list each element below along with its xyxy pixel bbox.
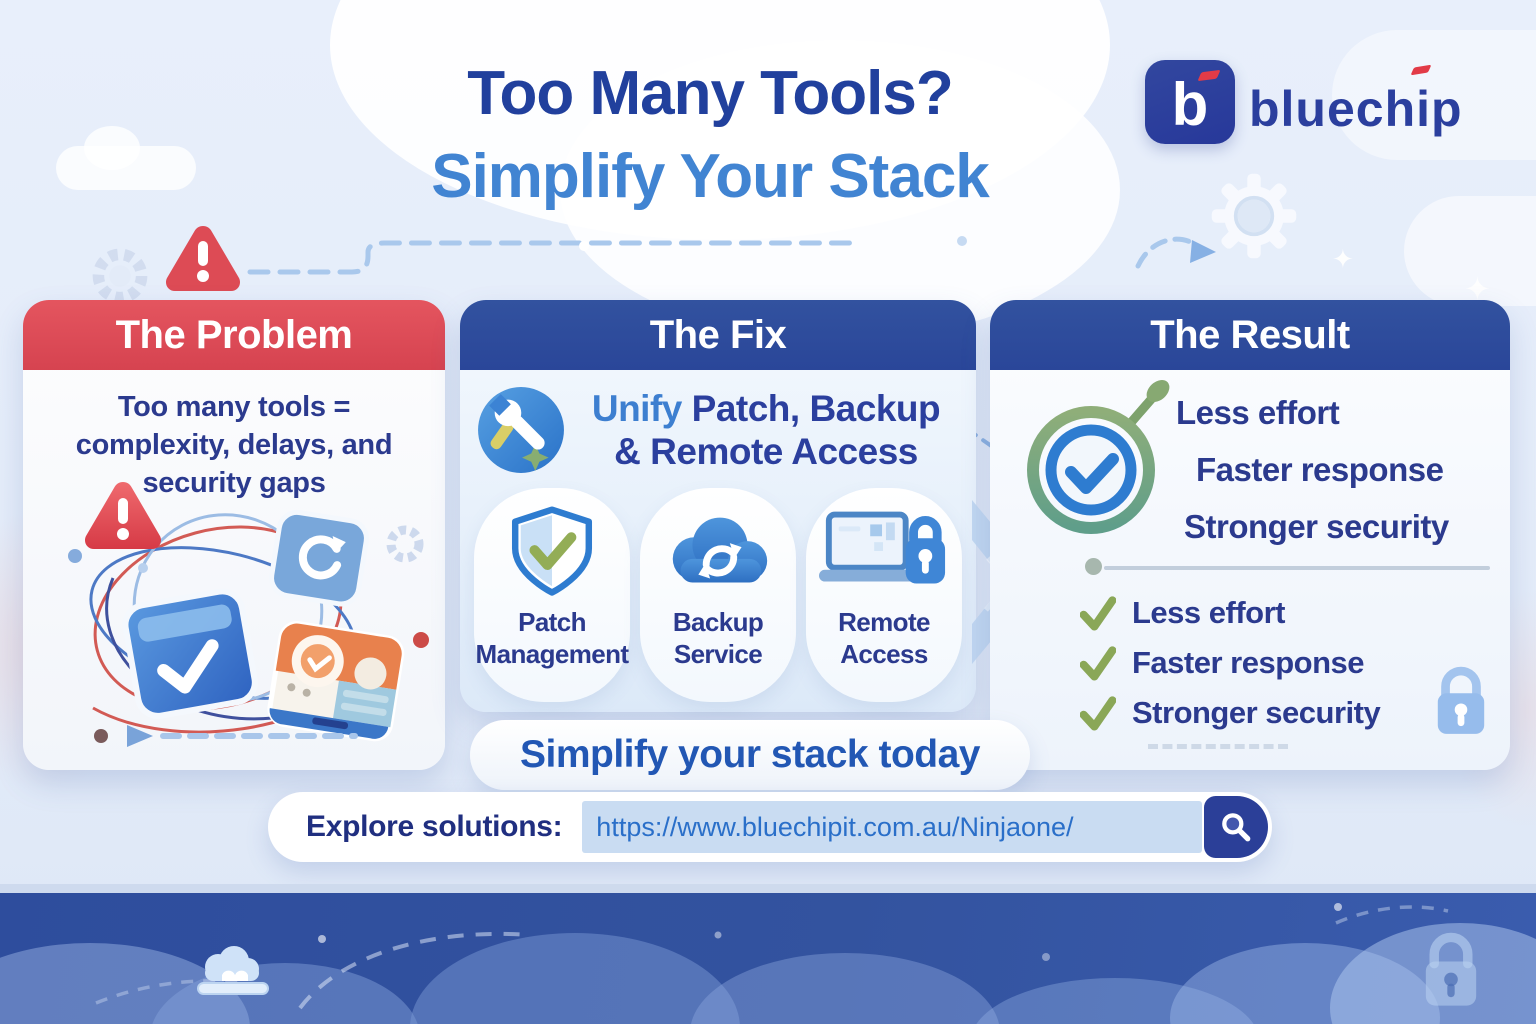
cloud-shape — [1404, 196, 1536, 306]
panel-problem-body: Too many tools = complexity, delays, and… — [23, 388, 445, 502]
dashed-line — [1148, 744, 1288, 749]
gear-icon — [386, 525, 424, 563]
brand-accent-mark — [1410, 64, 1432, 76]
warning-triangle-icon — [84, 482, 162, 549]
fix-headline-text: Unify Patch, Backup & Remote Access — [566, 387, 966, 473]
feature-label: Backup Service — [672, 606, 764, 670]
title-line2: Simplify Your Stack — [431, 142, 990, 211]
check-icon — [1080, 596, 1116, 631]
search-button[interactable] — [1204, 796, 1268, 858]
problem-body-line: complexity, delays, and — [75, 429, 393, 461]
panel-result: The Result Less effort Faster response S… — [990, 300, 1510, 770]
brand-logo-mark: b — [1145, 60, 1235, 144]
divider-dot — [1085, 558, 1102, 575]
fix-headline: Unify Patch, Backup & Remote Access — [476, 380, 966, 480]
lock-icon — [1437, 666, 1485, 734]
footer-edge — [0, 884, 1536, 894]
sparkle-icon: ✦ — [1332, 244, 1354, 274]
checklist-label: Less effort — [1132, 595, 1285, 630]
panel-problem-title: The Problem — [115, 312, 353, 357]
app-tile-check — [122, 588, 258, 719]
cloud-sync-icon — [659, 504, 777, 600]
panel-fix-header: The Fix — [460, 300, 976, 370]
problem-body-line: Too many tools = — [117, 391, 351, 423]
tangled-tools-illustration — [68, 482, 429, 747]
brand-name: bluechip — [1249, 81, 1463, 137]
shield-check-icon — [506, 504, 598, 600]
panel-fix-title: The Fix — [649, 312, 787, 357]
laptop-lock-icon — [819, 504, 949, 600]
feature-label-line: Service — [673, 639, 763, 669]
app-tile-sync — [269, 509, 369, 607]
fix-headline-line2: & Remote Access — [614, 431, 918, 472]
footer-dashed-arcs — [95, 903, 1449, 1010]
target-check-icon — [1027, 380, 1170, 534]
feature-label: Remote Access — [838, 606, 930, 670]
footer-band — [0, 893, 1536, 1024]
cloud-shape — [560, 40, 1120, 340]
search-icon — [1222, 813, 1251, 842]
result-checklist: Less effort Faster response Stronger sec… — [1080, 588, 1381, 738]
feature-backup-service: Backup Service — [640, 488, 796, 702]
title-line1: Too Many Tools? — [467, 59, 954, 128]
panel-problem-header: The Problem — [23, 300, 445, 370]
url-field[interactable] — [582, 801, 1202, 853]
brand-monogram: b — [1171, 70, 1209, 138]
explore-label: Explore solutions: — [306, 810, 563, 843]
warning-triangle-icon — [165, 226, 241, 291]
checklist-item: Stronger security — [1080, 688, 1381, 738]
check-icon — [1080, 646, 1116, 681]
checklist-label: Stronger security — [1132, 695, 1381, 730]
panel-result-header: The Result — [990, 300, 1510, 370]
panel-result-title: The Result — [1150, 312, 1350, 357]
feature-remote-access: Remote Access — [806, 488, 962, 702]
brand-logo: b bluechip — [1145, 58, 1505, 148]
fix-features: Patch Management — [474, 488, 962, 702]
cloud-shape — [56, 146, 196, 190]
cloud-icon — [197, 946, 269, 995]
panel-fix: The Fix Unify Patch, Bac — [460, 300, 976, 712]
checklist-item: Faster response — [1080, 638, 1380, 688]
lock-icon — [1425, 932, 1477, 1006]
tagline-text: Simplify your stack today — [520, 733, 980, 776]
cloud-shape — [1332, 30, 1536, 160]
page-title: Too Many Tools? Simplify Your Stack — [140, 58, 1280, 212]
wrench-icon — [478, 387, 564, 473]
panel-problem: The Problem Too many tools = complexity,… — [23, 300, 445, 770]
result-highlight: Less effort — [1176, 394, 1340, 431]
gear-icon — [1211, 173, 1297, 259]
checklist-label: Faster response — [1132, 645, 1365, 680]
gear-icon — [92, 248, 148, 304]
fix-headline-rest: Patch, Backup — [681, 388, 941, 429]
check-icon — [1080, 696, 1116, 731]
problem-body-line: security gaps — [142, 467, 326, 499]
feature-label-line: Patch — [518, 607, 586, 637]
app-tile-device — [267, 621, 405, 742]
result-highlight: Faster response — [1196, 451, 1444, 488]
feature-label-line: Access — [840, 639, 928, 669]
result-highlight: Stronger security — [1184, 508, 1449, 545]
feature-label-line: Backup — [672, 607, 764, 637]
fix-headline-highlight: Unify — [591, 388, 683, 429]
divider-line — [1104, 566, 1490, 570]
feature-patch-management: Patch Management — [474, 488, 630, 702]
tagline-pill: Simplify your stack today — [470, 720, 1030, 790]
explore-search-bar: Explore solutions: — [268, 792, 1272, 862]
feature-label-line: Management — [475, 639, 630, 669]
feature-label: Patch Management — [475, 606, 630, 670]
checklist-item: Less effort — [1080, 588, 1380, 638]
feature-label-line: Remote — [838, 607, 930, 637]
